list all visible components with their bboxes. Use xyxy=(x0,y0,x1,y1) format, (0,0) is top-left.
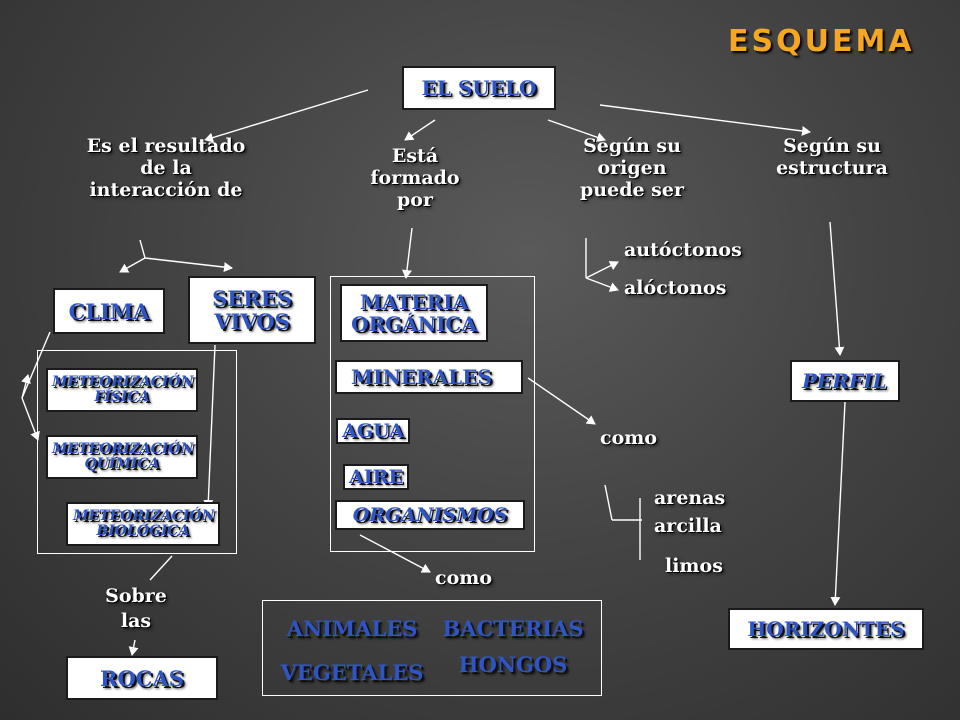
arrow-to-rocas xyxy=(128,639,139,656)
label-como-minerales: como xyxy=(600,427,658,449)
meteorizacion-biologica-box: METEORIZACIÓN BIOLÓGICA xyxy=(66,502,220,546)
materia-organica-label: MATERIA ORGÁNICA xyxy=(351,290,477,336)
label-sobre-las: Sobre las xyxy=(105,585,167,632)
page-title: ESQUEMA xyxy=(728,24,915,59)
vegetales-label-box: VEGETALES xyxy=(276,656,428,688)
arrow-root-origen xyxy=(547,119,606,143)
arrow-aloctonos xyxy=(585,277,619,292)
organismos-group-frame xyxy=(262,600,602,696)
arrow-clima-quimica xyxy=(21,397,40,441)
label-estructura: Según su estructura xyxy=(776,135,888,179)
arrow-organismos-como xyxy=(359,534,431,573)
perfil-box: PERFIL xyxy=(790,360,900,402)
bacterias-label-box: BACTERIAS xyxy=(440,612,586,644)
materia-organica-box: MATERIA ORGÁNICA xyxy=(340,284,488,342)
meteorizacion-fisica-box: METEORIZACIÓN FÍSICA xyxy=(46,368,198,412)
arrow-root-resultado xyxy=(204,89,369,143)
animales-label: ANIMALES xyxy=(286,615,418,641)
minerales-label: MINERALES xyxy=(351,365,492,389)
arrow-to-clima xyxy=(119,257,146,273)
label-autoctonos: autóctonos xyxy=(624,239,742,261)
perfil-label: PERFIL xyxy=(802,369,887,393)
label-origen: Según su origen puede ser xyxy=(580,135,684,201)
label-arenas: arenas xyxy=(654,487,726,509)
label-arcilla: arcilla xyxy=(654,515,722,537)
root-label: EL SUELO xyxy=(421,76,537,100)
label-aloctonos: alóctonos xyxy=(624,277,727,299)
clima-label: CLIMA xyxy=(68,298,150,324)
seres-vivos-label: SERES VIVOS xyxy=(212,285,292,334)
arrow-seres-biologica xyxy=(203,344,216,509)
meteorizacion-quimica-label: METEORIZACIÓN QUÍMICA xyxy=(52,441,194,472)
aire-box: AIRE xyxy=(343,464,409,490)
meteorizacion-quimica-box: METEORIZACIÓN QUÍMICA xyxy=(46,435,198,479)
organismos-box: ORGANISMOS xyxy=(335,500,525,530)
hongos-label-box: HONGOS xyxy=(450,648,576,680)
arrow-to-seres-vivos xyxy=(144,257,233,273)
arrow-root-estructura xyxy=(599,104,811,136)
arrow-minerales-como xyxy=(527,377,596,425)
label-limos: limos xyxy=(665,555,723,577)
horizontes-box: HORIZONTES xyxy=(728,608,924,650)
componentes-group-frame xyxy=(330,276,535,552)
arrow-formado-materia xyxy=(401,227,413,279)
rocas-label: ROCAS xyxy=(100,665,184,691)
clima-box: CLIMA xyxy=(53,288,165,334)
label-como-organismos: como xyxy=(435,567,493,589)
label-formado: Está formado por xyxy=(370,145,460,211)
meteorizacion-fisica-label: METEORIZACIÓN FÍSICA xyxy=(52,374,194,405)
arrow-root-formado xyxy=(404,119,436,141)
arrow-clima-fisica xyxy=(21,374,31,399)
minerales-box: MINERALES xyxy=(335,360,523,394)
root-box: EL SUELO xyxy=(402,66,556,110)
arrow-perfil-horizontes xyxy=(830,401,846,606)
animales-label-box: ANIMALES xyxy=(282,612,422,644)
seres-vivos-box: SERES VIVOS xyxy=(188,276,316,344)
bacterias-label: BACTERIAS xyxy=(442,615,584,641)
organismos-label: ORGANISMOS xyxy=(352,504,508,526)
arrow-estructura-perfil xyxy=(829,221,845,356)
aire-label: AIRE xyxy=(349,466,403,488)
hongos-label: HONGOS xyxy=(458,651,568,677)
agua-box: AGUA xyxy=(336,418,410,444)
rocas-box: ROCAS xyxy=(66,656,218,700)
meteorizacion-biologica-label: METEORIZACIÓN BIOLÓGICA xyxy=(73,508,215,539)
arrow-autoctonos xyxy=(585,261,619,279)
horizontes-label: HORIZONTES xyxy=(747,617,905,641)
vegetales-label: VEGETALES xyxy=(280,659,424,685)
label-resultado: Es el resultado de la interacción de xyxy=(86,135,246,201)
agua-label: AGUA xyxy=(342,420,404,442)
meteorizacion-group-frame xyxy=(37,350,237,554)
